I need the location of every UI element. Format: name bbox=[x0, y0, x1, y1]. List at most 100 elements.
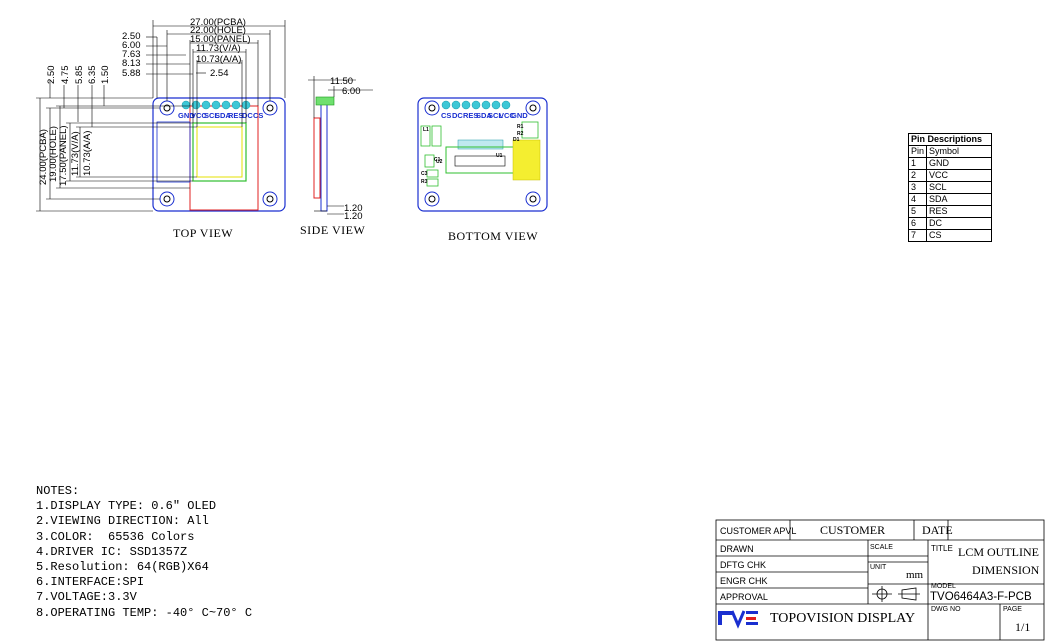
tb-engr-chk: ENGR CHK bbox=[720, 576, 768, 586]
tb-title-line1: LCM OUTLINE bbox=[958, 545, 1039, 559]
bottom-view-caption: BOTTOM VIEW bbox=[448, 229, 538, 243]
dim-pcba-width: 27.00(PCBA) bbox=[190, 17, 246, 28]
top-view-caption: TOP VIEW bbox=[173, 226, 233, 240]
dim-aa-width: 10.73(A/A) bbox=[196, 54, 241, 65]
dim-left-1: 2.50 bbox=[122, 31, 141, 42]
bottom-pin-gnd: GND bbox=[511, 111, 528, 120]
note-item: 3.COLOR: 65536 Colors bbox=[36, 529, 195, 544]
note-item: 7.VOLTAGE:3.3V bbox=[36, 590, 137, 605]
top-pcb-outline bbox=[152, 97, 286, 212]
side-dim-1: 11.50 bbox=[330, 76, 353, 87]
dim-va-height: 11.73(V/A) bbox=[70, 131, 81, 176]
tb-scale: SCALE bbox=[870, 544, 893, 551]
side-view-caption: SIDE VIEW bbox=[300, 223, 365, 237]
tb-model-value: TVO6464A3-F-PCB bbox=[930, 591, 1032, 603]
note-item: 5.Resolution: 64(RGB)X64 bbox=[36, 560, 209, 575]
dim-left-2: 6.00 bbox=[122, 40, 141, 51]
tb-dwg-no: DWG NO bbox=[931, 606, 961, 613]
dim-vert-small-3: 5.85 bbox=[74, 66, 85, 85]
component-c1: C1 bbox=[434, 157, 441, 163]
dim-left-4: 8.13 bbox=[122, 58, 141, 69]
tb-title-line2: DIMENSION bbox=[972, 563, 1040, 577]
side-view: 11.50 6.00 1.20 1.20 SIDE VIEW bbox=[300, 76, 373, 237]
pin-symbol: CS bbox=[926, 229, 993, 242]
bottom-pcb-outline bbox=[417, 97, 548, 212]
bottom-pin-res: RES bbox=[463, 111, 478, 120]
bottom-pin-cs: CS bbox=[441, 111, 451, 120]
top-viewing-area bbox=[192, 122, 247, 182]
mount-hole-icon bbox=[424, 100, 440, 116]
tb-approval: APPROVAL bbox=[720, 592, 768, 602]
tb-drawn: DRAWN bbox=[720, 544, 754, 554]
pin-label-gnd: GND bbox=[178, 111, 195, 120]
tb-customer: CUSTOMER bbox=[820, 523, 886, 537]
tb-dftg-chk: DFTG CHK bbox=[720, 560, 766, 570]
component-u2: U2 bbox=[436, 159, 443, 165]
mount-hole-icon bbox=[424, 191, 440, 207]
tb-model-label: MODEL bbox=[931, 583, 956, 590]
dim-panel-height: 17.50(PANEL) bbox=[58, 125, 69, 186]
note-item: 6.INTERFACE:SPI bbox=[36, 575, 145, 590]
component-r1: R1 bbox=[517, 124, 524, 130]
bottom-pin-vcc: VCC bbox=[499, 111, 515, 120]
mount-hole-icon bbox=[525, 191, 541, 207]
note-item: 2.VIEWING DIRECTION: All bbox=[36, 514, 209, 529]
top-view: GND VCC SCL SDA RES DC CS bbox=[36, 17, 286, 240]
dim-vert-small-1: 2.50 bbox=[46, 66, 57, 85]
pin-label-cs: CS bbox=[253, 111, 263, 120]
pin-label-sda: SDA bbox=[215, 111, 231, 120]
note-item: 4.DRIVER IC: SSD1357Z bbox=[36, 544, 188, 559]
tb-unit: UNIT bbox=[870, 564, 887, 571]
note-item: 1.DISPLAY TYPE: 0.6" OLED bbox=[36, 499, 217, 514]
notes-title: NOTES: bbox=[36, 484, 80, 498]
tb-unit-value: mm bbox=[906, 569, 924, 581]
dim-pin-pitch: 2.54 bbox=[210, 68, 229, 79]
tb-company: TOPOVISION DISPLAY bbox=[770, 611, 916, 626]
dim-vert-small-5: 1.50 bbox=[100, 66, 111, 85]
projection-symbol-icon bbox=[872, 586, 920, 602]
bottom-pin-pads bbox=[441, 100, 511, 110]
company-logo bbox=[718, 610, 758, 629]
tb-page-value: 1/1 bbox=[1015, 620, 1031, 634]
side-dim-3: 1.20 bbox=[344, 203, 363, 214]
pin-label-res: RES bbox=[228, 111, 243, 120]
mount-hole-icon bbox=[525, 100, 541, 116]
component-r3: R3 bbox=[421, 179, 428, 185]
dim-hole-width: 22.00(HOLE) bbox=[190, 25, 246, 36]
note-item: 8.OPERATING TEMP: -40° C~70° C bbox=[36, 605, 253, 620]
bottom-pin-scl: SCL bbox=[488, 111, 503, 120]
dim-aa-height: 10.73(A/A) bbox=[82, 131, 93, 176]
side-dim-2: 6.00 bbox=[342, 86, 361, 97]
component-r2: R2 bbox=[517, 131, 524, 137]
pin-label-dc: DC bbox=[242, 111, 253, 120]
tb-title-label: TITLE bbox=[931, 544, 953, 553]
component-d1: D1 bbox=[513, 137, 520, 143]
dim-left-3: 7.63 bbox=[122, 49, 141, 60]
top-active-area bbox=[196, 126, 243, 178]
pin-label-vcc: VCC bbox=[191, 111, 207, 120]
component-u1: U1 bbox=[496, 153, 503, 159]
tb-date: DATE bbox=[922, 523, 953, 537]
dim-vert-small-4: 6.35 bbox=[87, 66, 98, 85]
dim-va-width: 11.73(V/A) bbox=[196, 43, 241, 54]
bottom-view: CS DC RES SDA SCL VCC GND L1 C1 U2 C3 R3… bbox=[417, 97, 548, 243]
bottom-pin-sda: SDA bbox=[476, 111, 492, 120]
dim-panel-width: 15.00(PANEL) bbox=[190, 34, 251, 45]
component-c3: C3 bbox=[421, 171, 428, 177]
pin-number: 7 bbox=[907, 229, 928, 242]
dim-pcba-height: 24.00(PCBA) bbox=[38, 129, 49, 185]
side-dim-4: 1.20 bbox=[344, 211, 363, 222]
pin-label-scl: SCL bbox=[204, 111, 219, 120]
dim-vert-small-2: 4.75 bbox=[60, 66, 71, 85]
component-l1: L1 bbox=[423, 127, 429, 133]
dim-hole-height: 19.00(HOLE) bbox=[48, 126, 59, 182]
bottom-pin-dc: DC bbox=[452, 111, 463, 120]
tb-customer-apvl: CUSTOMER APVL bbox=[720, 526, 797, 536]
dim-left-5: 5.88 bbox=[122, 68, 141, 79]
